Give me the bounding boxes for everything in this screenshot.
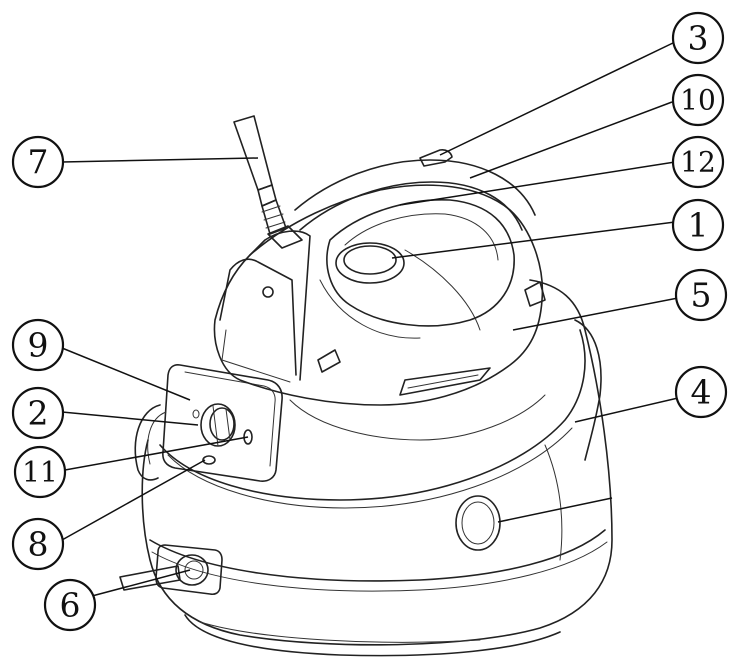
callout-7: 7 xyxy=(11,135,65,189)
callout-7-label: 7 xyxy=(28,143,49,182)
callout-11: 11 xyxy=(13,445,67,499)
callout-11-label: 11 xyxy=(22,456,58,489)
power-socket xyxy=(119,544,223,596)
base-station xyxy=(141,279,613,657)
callout-12-label: 12 xyxy=(680,146,716,179)
hose-clip-shape xyxy=(134,404,167,481)
callout-12: 12 xyxy=(671,135,725,189)
callout-8: 8 xyxy=(11,517,65,571)
callout-3-label: 3 xyxy=(688,19,709,58)
callout-6-label: 6 xyxy=(60,586,81,625)
control-panel xyxy=(162,364,283,482)
callout-6: 6 xyxy=(43,578,97,632)
callout-4: 4 xyxy=(674,365,728,419)
callout-10: 10 xyxy=(671,73,725,127)
callout-2: 2 xyxy=(11,386,65,440)
callout-1: 1 xyxy=(671,198,725,252)
steam-hose-shape xyxy=(233,115,303,249)
callout-10-label: 10 xyxy=(680,84,716,117)
leader-lines xyxy=(61,41,679,597)
callout-3: 3 xyxy=(671,11,725,65)
callout-9: 9 xyxy=(11,318,65,372)
callout-5-label: 5 xyxy=(691,276,712,315)
callout-2-label: 2 xyxy=(28,394,49,433)
callout-4-label: 4 xyxy=(691,373,712,412)
callout-1-label: 1 xyxy=(688,206,709,245)
callout-5: 5 xyxy=(674,268,728,322)
callout-8-label: 8 xyxy=(28,525,49,564)
callout-9-label: 9 xyxy=(28,326,49,365)
